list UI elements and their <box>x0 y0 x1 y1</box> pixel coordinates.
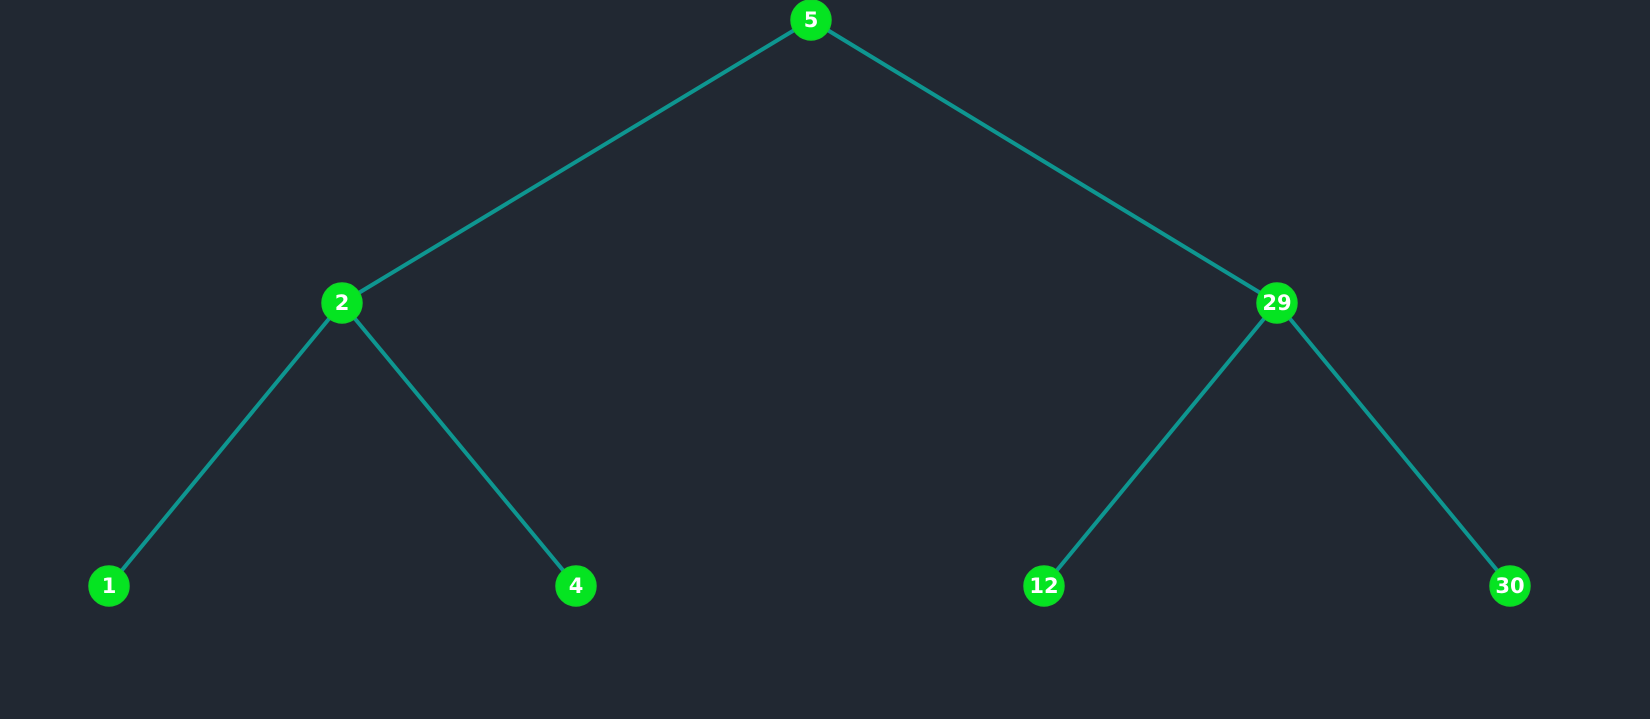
edge-n2-n4 <box>340 301 578 588</box>
tree-node-4: 4 <box>555 565 597 607</box>
edge-n29-n30 <box>1275 301 1512 588</box>
node-circle <box>88 565 130 607</box>
node-label: 30 <box>1495 574 1524 598</box>
tree-node-29: 29 <box>1256 282 1298 324</box>
node-circle <box>555 565 597 607</box>
edge-n5-n29 <box>809 18 1279 305</box>
node-label: 1 <box>102 574 117 598</box>
node-label: 4 <box>569 574 584 598</box>
node-circle <box>790 0 832 41</box>
tree-node-12: 12 <box>1023 565 1065 607</box>
node-circle <box>1256 282 1298 324</box>
tree-node-1: 1 <box>88 565 130 607</box>
edge-n2-n1 <box>107 301 344 588</box>
tree-node-2: 2 <box>321 282 363 324</box>
node-circle <box>1489 565 1531 607</box>
tree-node-30: 30 <box>1489 565 1531 607</box>
node-label: 12 <box>1029 574 1058 598</box>
node-circle <box>321 282 363 324</box>
tree-nodes: 5 2 29 1 4 12 30 <box>88 0 1531 607</box>
node-label: 29 <box>1262 291 1291 315</box>
node-label: 2 <box>335 291 350 315</box>
edge-n5-n2 <box>340 18 813 305</box>
tree-edges <box>107 18 1512 588</box>
node-circle <box>1023 565 1065 607</box>
node-label: 5 <box>804 8 819 32</box>
tree-node-5: 5 <box>790 0 832 41</box>
edge-n29-n12 <box>1042 301 1279 588</box>
